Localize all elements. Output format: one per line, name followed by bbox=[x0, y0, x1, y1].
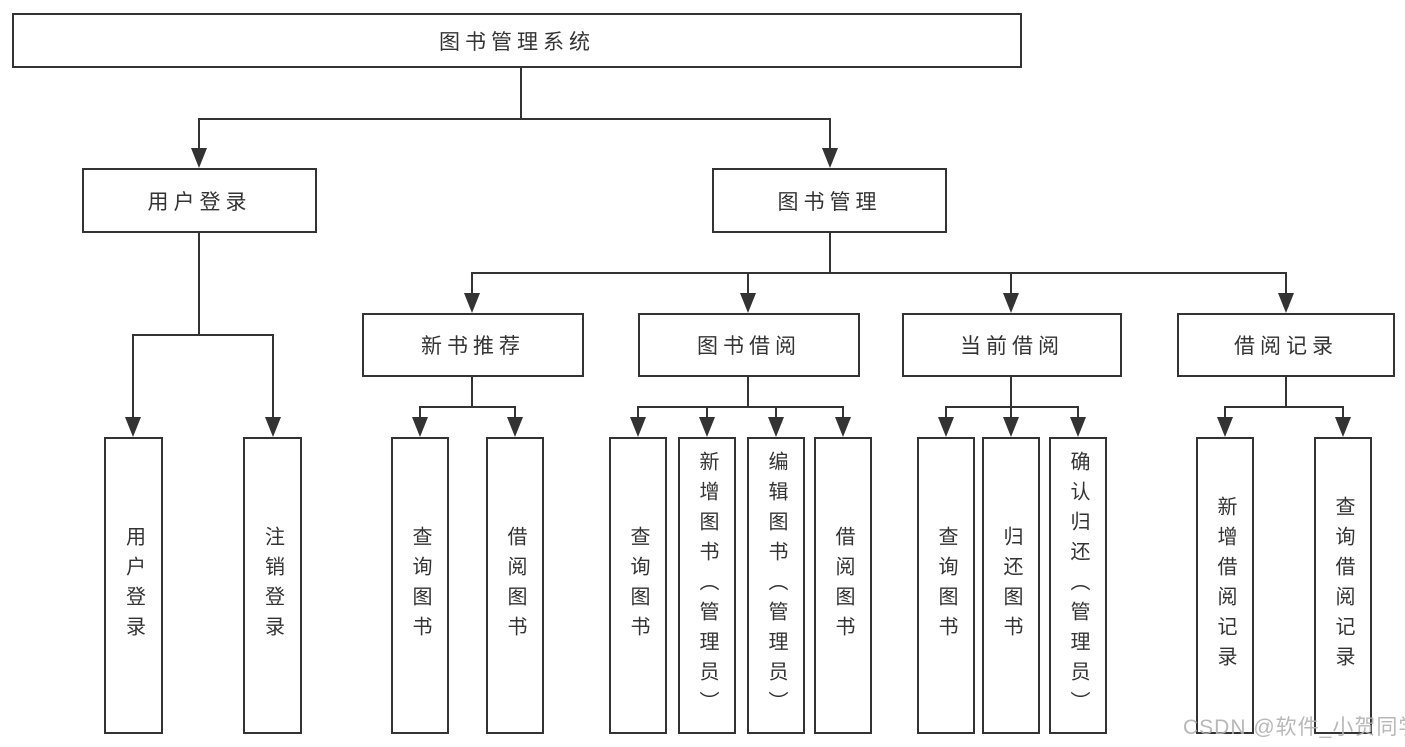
arrow-down-icon bbox=[1335, 417, 1351, 437]
connector-line bbox=[829, 233, 831, 274]
connector-line bbox=[637, 406, 844, 408]
node-book-management: 图书管理 bbox=[712, 168, 947, 233]
arrow-down-icon bbox=[412, 417, 428, 437]
leaf-add-borrow-record: 新增借阅记录 bbox=[1196, 437, 1254, 734]
arrow-down-icon bbox=[1278, 293, 1294, 313]
leaf-edit-books-admin-label: 编辑图书（管理员） bbox=[765, 450, 787, 721]
connector-line bbox=[842, 406, 844, 417]
connector-line bbox=[945, 406, 947, 417]
leaf-query-books-current: 查询图书 bbox=[917, 437, 975, 734]
connector-line bbox=[747, 272, 749, 293]
leaf-query-books-borrow-label: 查询图书 bbox=[627, 525, 649, 646]
connector-line bbox=[1285, 272, 1287, 293]
node-book-management-label: 图书管理 bbox=[777, 190, 882, 214]
arrow-down-icon bbox=[768, 417, 784, 437]
leaf-query-borrow-record-label: 查询借阅记录 bbox=[1332, 495, 1354, 676]
arrow-down-icon bbox=[938, 417, 954, 437]
leaf-logout-label: 注销登录 bbox=[261, 525, 284, 646]
leaf-borrow-books-borrow: 借阅图书 bbox=[814, 437, 872, 734]
connector-line bbox=[1224, 406, 1344, 408]
node-book-borrowing-label: 图书借阅 bbox=[697, 335, 801, 358]
connector-line bbox=[1010, 272, 1012, 293]
connector-line bbox=[198, 233, 200, 336]
arrow-down-icon bbox=[265, 417, 281, 437]
leaf-confirm-return-admin-label: 确认归还（管理员） bbox=[1067, 450, 1089, 721]
node-user-login: 用户登录 bbox=[82, 168, 317, 233]
connector-line bbox=[1077, 406, 1079, 417]
connector-line bbox=[471, 272, 473, 293]
connector-line bbox=[198, 118, 200, 150]
leaf-query-books-borrow: 查询图书 bbox=[609, 437, 667, 734]
connector-line bbox=[945, 406, 1079, 408]
leaf-return-books-label: 归还图书 bbox=[1000, 525, 1022, 646]
node-root-label: 图书管理系统 bbox=[439, 30, 595, 54]
node-new-book-recommendation: 新书推荐 bbox=[362, 313, 584, 377]
leaf-add-borrow-record-label: 新增借阅记录 bbox=[1214, 495, 1236, 676]
arrow-down-icon bbox=[125, 417, 141, 437]
connector-line bbox=[272, 334, 274, 417]
leaf-logout: 注销登录 bbox=[243, 437, 302, 734]
arrow-down-icon bbox=[191, 148, 207, 168]
leaf-user-login: 用户登录 bbox=[104, 437, 163, 734]
connector-line bbox=[471, 377, 473, 407]
arrow-down-icon bbox=[835, 417, 851, 437]
leaf-add-books-admin: 新增图书（管理员） bbox=[678, 437, 736, 734]
leaf-query-borrow-record: 查询借阅记录 bbox=[1314, 437, 1372, 734]
connector-line bbox=[1342, 406, 1344, 417]
node-borrowing-records: 借阅记录 bbox=[1177, 313, 1395, 377]
connector-line bbox=[419, 406, 421, 417]
node-book-borrowing: 图书借阅 bbox=[638, 313, 860, 377]
node-user-login-label: 用户登录 bbox=[147, 190, 252, 214]
leaf-borrow-books-borrow-label: 借阅图书 bbox=[832, 525, 854, 646]
arrow-down-icon bbox=[630, 417, 646, 437]
connector-line bbox=[1010, 406, 1012, 417]
arrow-down-icon bbox=[1070, 417, 1086, 437]
leaf-edit-books-admin: 编辑图书（管理员） bbox=[747, 437, 805, 734]
node-borrowing-records-label: 借阅记录 bbox=[1234, 335, 1338, 358]
watermark: CSDN @软件_小贺同学 bbox=[1183, 716, 1405, 739]
connector-line bbox=[514, 406, 516, 417]
arrow-down-icon bbox=[1003, 417, 1019, 437]
connector-line bbox=[775, 406, 777, 417]
leaf-confirm-return-admin: 确认归还（管理员） bbox=[1049, 437, 1107, 734]
node-new-book-recommendation-label: 新书推荐 bbox=[421, 335, 525, 358]
node-current-borrowing: 当前借阅 bbox=[902, 313, 1122, 377]
connector-line bbox=[419, 406, 516, 408]
arrow-down-icon bbox=[507, 417, 523, 437]
connector-line bbox=[706, 406, 708, 417]
connector-line bbox=[1010, 377, 1012, 407]
connector-line bbox=[198, 118, 831, 120]
arrow-down-icon bbox=[464, 293, 480, 313]
connector-line bbox=[1224, 406, 1226, 417]
arrow-down-icon bbox=[1217, 417, 1233, 437]
leaf-borrow-books-recommend-label: 借阅图书 bbox=[504, 525, 526, 646]
node-current-borrowing-label: 当前借阅 bbox=[960, 335, 1064, 358]
leaf-query-books-recommend: 查询图书 bbox=[391, 437, 449, 734]
connector-line bbox=[637, 406, 639, 417]
arrow-down-icon bbox=[699, 417, 715, 437]
connector-line bbox=[1285, 377, 1287, 407]
leaf-add-books-admin-label: 新增图书（管理员） bbox=[696, 450, 718, 721]
leaf-query-books-recommend-label: 查询图书 bbox=[409, 525, 431, 646]
leaf-user-login-label: 用户登录 bbox=[122, 525, 145, 646]
arrow-down-icon bbox=[740, 293, 756, 313]
connector-line bbox=[132, 334, 134, 417]
leaf-return-books: 归还图书 bbox=[982, 437, 1040, 734]
connector-line bbox=[829, 118, 831, 150]
connector-line bbox=[747, 377, 749, 407]
arrow-down-icon bbox=[822, 148, 838, 168]
leaf-query-books-current-label: 查询图书 bbox=[935, 525, 957, 646]
node-root: 图书管理系统 bbox=[12, 13, 1022, 68]
leaf-borrow-books-recommend: 借阅图书 bbox=[486, 437, 544, 734]
connector-line bbox=[471, 272, 1287, 274]
connector-line bbox=[520, 68, 522, 120]
arrow-down-icon bbox=[1003, 293, 1019, 313]
connector-line bbox=[132, 334, 274, 336]
